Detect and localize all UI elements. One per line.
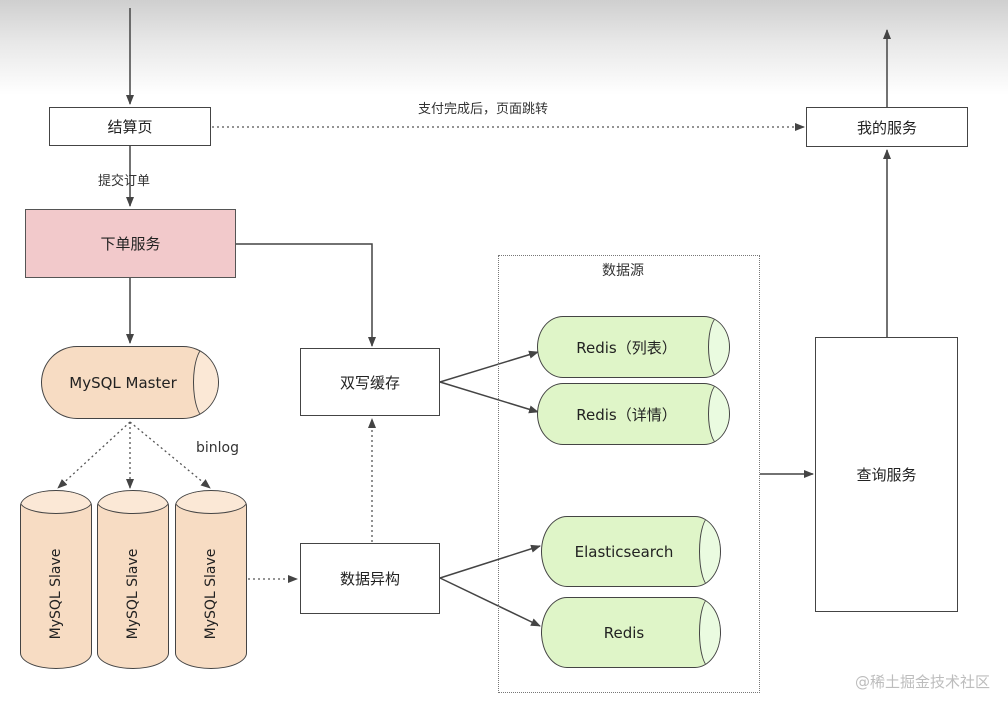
my-service-box: 我的服务 xyxy=(806,107,968,147)
redis-label: Redis xyxy=(603,623,645,642)
mysql-slave-cylinder: MySQL Slave xyxy=(175,490,247,669)
datasource-zone xyxy=(498,255,760,693)
my-service-label: 我的服务 xyxy=(856,118,917,137)
redis-list-label: Redis（列表） xyxy=(576,338,677,357)
mysql-master-label: MySQL Master xyxy=(69,373,177,392)
redis-list-cylinder: Redis（列表） xyxy=(537,316,730,378)
mysql-master-cylinder: MySQL Master xyxy=(41,346,219,419)
checkout-page-label: 结算页 xyxy=(107,118,153,136)
submit-order-label: 提交订单 xyxy=(98,174,151,189)
mysql-slave-label: MySQL Slave xyxy=(203,548,219,640)
top-gradient xyxy=(0,0,1008,95)
redis-detail-cylinder: Redis（详情） xyxy=(537,383,730,445)
binlog-label: binlog xyxy=(196,440,239,456)
data-heterogeneous-box: 数据异构 xyxy=(300,543,440,614)
order-service-label: 下单服务 xyxy=(100,235,161,253)
elasticsearch-label: Elasticsearch xyxy=(574,542,674,561)
mysql-slave-label: MySQL Slave xyxy=(48,548,64,640)
data-heterogeneous-label: 数据异构 xyxy=(339,570,400,588)
checkout-page-box: 结算页 xyxy=(49,107,211,146)
mysql-slave-label: MySQL Slave xyxy=(125,548,141,640)
order-service-box: 下单服务 xyxy=(25,209,236,278)
watermark: @稀土掘金技术社区 xyxy=(854,673,990,691)
query-service-label: 查询服务 xyxy=(856,466,917,484)
datasource-title: 数据源 xyxy=(602,263,644,279)
redis-detail-label: Redis（详情） xyxy=(576,405,677,424)
query-service-box: 查询服务 xyxy=(815,337,958,612)
double-write-cache-label: 双写缓存 xyxy=(339,373,400,392)
mysql-slave-cylinder: MySQL Slave xyxy=(97,490,169,669)
mysql-slave-cylinder: MySQL Slave xyxy=(20,490,92,669)
elasticsearch-cylinder: Elasticsearch xyxy=(541,516,721,587)
redis-cylinder: Redis xyxy=(541,597,721,668)
pay-redirect-label: 支付完成后，页面跳转 xyxy=(418,102,549,117)
double-write-cache-box: 双写缓存 xyxy=(300,348,440,416)
